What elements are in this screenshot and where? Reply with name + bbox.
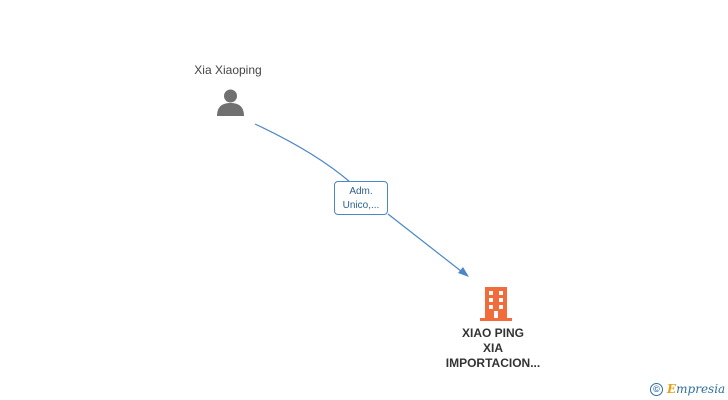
- relation-label-line1: Adm.: [349, 186, 373, 197]
- copyright-icon: ©: [650, 382, 663, 396]
- brand-initial: E: [667, 382, 677, 396]
- building-icon[interactable]: [480, 287, 512, 321]
- person-icon[interactable]: [216, 88, 245, 117]
- relation-label-line2: Unico,...: [342, 200, 380, 211]
- brand-watermark: © Empresia: [650, 380, 725, 398]
- brand-name: Empresia: [667, 382, 725, 396]
- company-name[interactable]: XIAO PING XIA IMPORTACION...: [413, 326, 573, 371]
- relation-label[interactable]: Adm. Unico,...: [334, 181, 388, 215]
- brand-rest: mpresia: [676, 382, 726, 396]
- edge-person-to-label: [254, 123, 351, 183]
- company-name-line-1: XIAO PING: [461, 326, 524, 340]
- edge-label-to-company: [387, 213, 467, 276]
- person-name[interactable]: Xia Xiaoping: [194, 63, 262, 77]
- company-name-line-3: IMPORTACION...: [445, 356, 541, 370]
- arrowhead-icon: [458, 267, 469, 277]
- company-name-line-2: XIA: [482, 341, 503, 355]
